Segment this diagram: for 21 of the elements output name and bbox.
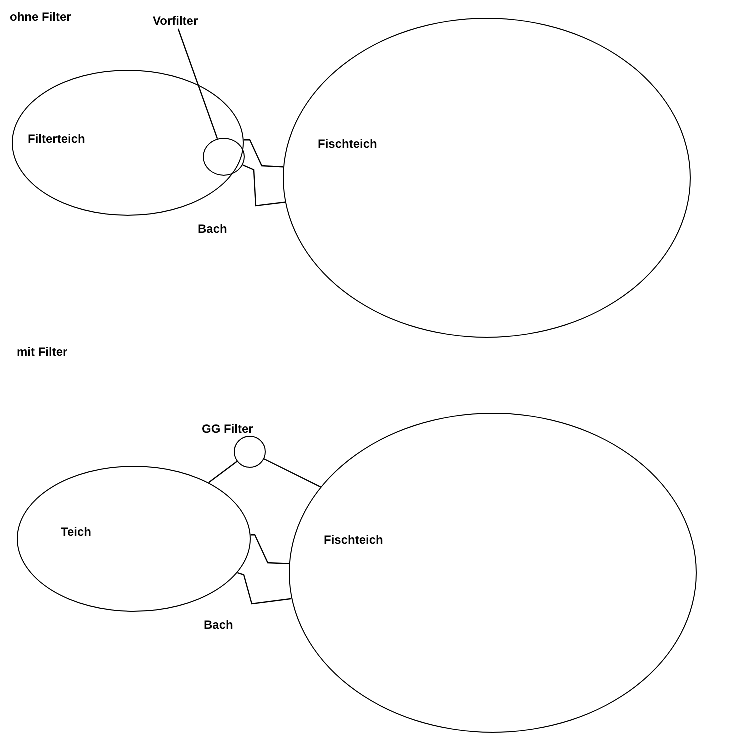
pond-ellipse xyxy=(283,18,691,338)
filter-label: GG Filter xyxy=(202,422,254,436)
pond-label: Teich xyxy=(61,525,92,539)
pond-label: Filterteich xyxy=(28,132,86,146)
pond-label: Fischteich xyxy=(324,533,384,547)
pond-label: Fischteich xyxy=(318,137,378,151)
text-label: ohne Filter xyxy=(10,10,72,24)
pond-ellipse xyxy=(17,466,251,612)
text-label: Bach xyxy=(204,618,234,632)
pond-ellipse xyxy=(289,413,697,733)
text-label: mit Filter xyxy=(17,345,68,359)
text-label: Bach xyxy=(198,222,228,236)
connector-line xyxy=(250,534,290,564)
leader-line xyxy=(178,28,218,140)
pond-ellipse xyxy=(12,70,244,216)
connector-line xyxy=(244,139,284,168)
connector-line xyxy=(237,572,292,605)
connector-line xyxy=(264,458,322,488)
node-label: Vorfilter xyxy=(153,14,198,28)
connector-line xyxy=(208,461,238,484)
connector-line xyxy=(242,164,286,207)
